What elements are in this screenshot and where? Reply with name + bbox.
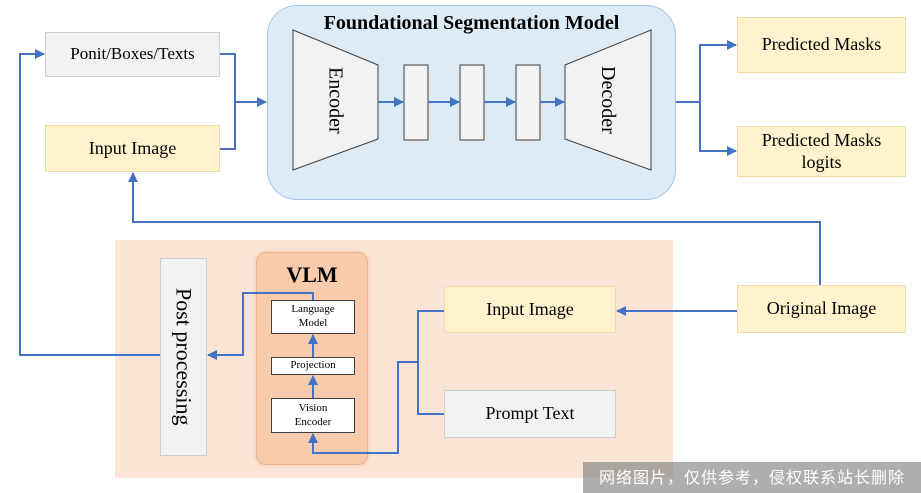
latent-block-2 <box>459 64 485 141</box>
prompts-box: Ponit/Boxes/Texts <box>45 32 220 77</box>
arrow-original-to-model-input-image <box>128 172 821 285</box>
language-model-box: Language Model <box>271 300 355 334</box>
model-input-image-box: Input Image <box>45 125 220 172</box>
conn-prompts-to-merge <box>220 53 236 102</box>
watermark: 网络图片，仅供参考，侵权联系站长删除 <box>583 462 921 493</box>
vision-encoder-label: Vision Encoder <box>294 401 332 428</box>
encoder-label: Encoder <box>324 66 347 134</box>
vision-encoder-box: Vision Encoder <box>271 398 355 433</box>
arrow-language-model-to-post-processing <box>207 292 314 360</box>
prompt-text-box: Prompt Text <box>444 390 616 438</box>
conn-vlm-inputs-join <box>417 310 444 415</box>
original-image-label: Original Image <box>766 298 877 319</box>
vlm-input-image-box: Input Image <box>444 286 616 333</box>
prompts-label: Ponit/Boxes/Texts <box>70 44 195 64</box>
latent-block-3 <box>515 64 541 141</box>
conn-input-image-to-merge <box>220 102 236 150</box>
model-input-image-label: Input Image <box>88 137 177 158</box>
predicted-masks-logits-label: Predicted Masks logits <box>761 129 882 172</box>
decoder-shape <box>564 29 652 171</box>
vlm-input-image-label: Input Image <box>486 298 574 319</box>
model-title: Foundational Segmentation Model <box>323 12 620 34</box>
encoder-label-area: Encoder <box>293 30 378 170</box>
post-processing-box: Post processing <box>160 258 207 456</box>
decoder-label-area: Decoder <box>565 30 651 170</box>
encoder-shape <box>292 29 379 171</box>
projection-label: Projection <box>290 359 336 372</box>
arrow-to-predicted-masks <box>699 40 737 102</box>
predicted-masks-box: Predicted Masks <box>737 17 906 73</box>
arrow-to-predicted-masks-logits <box>699 102 737 156</box>
latent-block-1 <box>403 64 429 141</box>
predicted-masks-label: Predicted Masks <box>761 34 882 55</box>
arrow-post-processing-to-prompts <box>19 49 160 356</box>
original-image-box: Original Image <box>737 285 906 333</box>
predicted-masks-logits-box: Predicted Masks logits <box>737 126 906 177</box>
post-processing-label: Post processing <box>171 288 197 426</box>
vlm-title: VLM <box>286 262 338 287</box>
projection-box: Projection <box>271 357 355 375</box>
decoder-label: Decoder <box>597 66 619 134</box>
prompt-text-label: Prompt Text <box>485 403 575 424</box>
arrow-inputs-to-vision-encoder <box>308 361 418 454</box>
language-model-label: Language Model <box>291 303 335 329</box>
